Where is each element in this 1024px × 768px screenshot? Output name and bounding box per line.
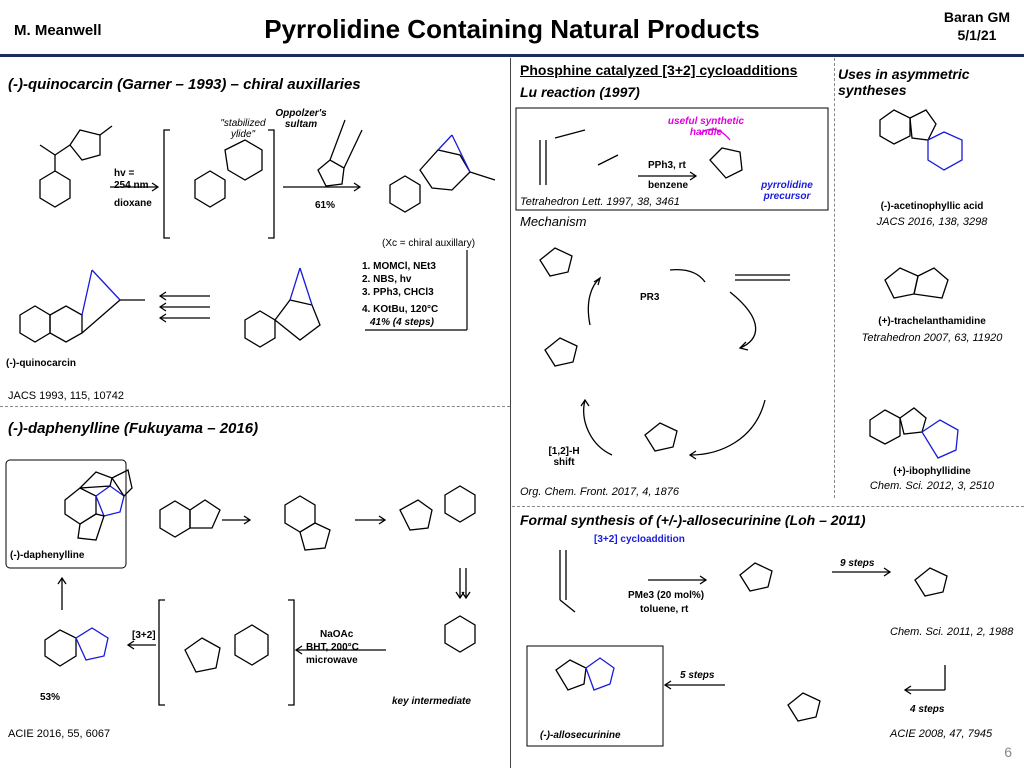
hv-label: hv = <box>114 168 135 179</box>
header-rule <box>0 54 1024 57</box>
step-4: 4. KOtBu, 120°C <box>362 304 439 315</box>
xc-note: (Xc = chiral auxillary) <box>382 238 476 249</box>
daphenylline-structure <box>64 469 133 541</box>
pr3-label: PR3 <box>640 292 660 303</box>
stabilized-ylide-label: "stabilized ylide" <box>220 118 266 140</box>
uses-divider <box>834 58 835 498</box>
use-ref-3: Chem. Sci. 2012, 3, 2510 <box>869 480 995 492</box>
reaction-arrows <box>110 182 468 331</box>
use-name-1: (-)-acetinophyllic acid <box>880 201 984 212</box>
group-name: Baran GM <box>943 9 1010 25</box>
condition-1: NaOAc <box>320 629 354 640</box>
left-section-divider <box>0 406 510 407</box>
column-divider <box>510 58 511 768</box>
cycloaddition-label: [3+2] <box>132 630 156 641</box>
solvent-label: dioxane <box>114 198 152 209</box>
use-name-2: (+)-trachelanthamidine <box>878 316 986 327</box>
right-section-divider <box>512 506 1024 507</box>
quinocarcin-structure <box>19 267 321 348</box>
step-1: 1. MOMCl, NEt3 <box>362 261 436 272</box>
lu-mechanism-ref: Org. Chem. Front. 2017, 4, 1876 <box>520 486 679 498</box>
hydride-shift-label: [1,2]-H shift <box>548 446 580 468</box>
page-title: Pyrrolidine Containing Natural Products <box>264 14 760 44</box>
allo-conditions: toluene, rt <box>640 604 689 615</box>
substrate-structure <box>39 125 113 208</box>
yield-label: 61% <box>315 200 336 211</box>
lu-reagent: PPh3, rt <box>648 160 686 171</box>
lu-reaction-box <box>515 107 829 211</box>
allosecurinine-heading: Formal synthesis of (+/-)-allosecurinine… <box>520 512 866 528</box>
mechanism-cycle <box>539 247 790 460</box>
allo-catalyst: PMe3 (20 mol%) <box>628 590 705 601</box>
quinocarcin-heading: (-)-quinocarcin (Garner – 1993) – chiral… <box>8 76 361 93</box>
use-name-3: (+)-ibophyllidine <box>893 466 971 477</box>
key-intermediate-label: key intermediate <box>392 696 471 707</box>
steps-yield: 41% (4 steps) <box>370 317 434 328</box>
uses-structures <box>869 109 963 459</box>
nine-steps-label: 9 steps <box>840 558 875 569</box>
allosecurinine-label: (-)-allosecurinine <box>540 730 621 741</box>
daphenylline-ref: ACIE 2016, 55, 6067 <box>8 728 111 740</box>
step-2: 2. NBS, hv <box>362 274 412 285</box>
daphenylline-heading: (-)-daphenylline (Fukuyama – 2016) <box>8 420 259 437</box>
precursor-label: pyrrolidine precursor <box>761 180 813 202</box>
uses-heading: Uses in asymmetric syntheses <box>838 66 970 98</box>
lu-subheading: Lu reaction (1997) <box>520 84 640 100</box>
quinocarcin-label: (-)-quinocarcin <box>6 358 76 369</box>
oppolzer-label: Oppolzer's sultam <box>275 108 327 130</box>
handle-label: useful synthetic handle <box>667 116 745 138</box>
ylide-brackets <box>163 129 275 239</box>
daphenylline-conditions: NaOAc BHT, 200°C microwave <box>306 628 359 667</box>
daphenylline-box <box>5 459 127 569</box>
daphenylline-yield: 53% <box>40 692 61 703</box>
mechanism-heading: Mechanism <box>520 214 587 229</box>
auxiliary-structures <box>317 119 496 213</box>
lu-solvent: benzene <box>648 180 689 191</box>
date: 5/1/21 <box>957 27 997 43</box>
step-3: 3. PPh3, CHCl3 <box>362 287 434 298</box>
group-date: Baran GM 5/1/21 <box>944 8 1010 44</box>
condition-2: BHT, 200°C <box>306 642 359 653</box>
four-steps-label: 4 steps <box>910 704 945 715</box>
daphenylline-label: (-)-daphenylline <box>10 550 85 561</box>
lu-reaction <box>539 128 743 185</box>
cycloaddition-blue-label: [3+2] cycloaddition <box>594 534 685 545</box>
conditions-list: 1. MOMCl, NEt3 2. NBS, hv 3. PPh3, CHCl3… <box>362 260 438 329</box>
allosecurinine-box <box>526 645 664 747</box>
page-number: 6 <box>1004 744 1012 760</box>
use-ref-2: Tetrahedron 2007, 63, 11920 <box>861 332 1003 344</box>
use-ref-1: JACS 2016, 138, 3298 <box>876 216 988 228</box>
quinocarcin-ref: JACS 1993, 115, 10742 <box>8 390 124 402</box>
daphenylline-sequence <box>44 485 476 706</box>
allo-ref-1: Chem. Sci. 2011, 2, 1988 <box>890 626 1014 638</box>
allo-ref-2: ACIE 2008, 47, 7945 <box>890 728 993 740</box>
condition-3: microwave <box>306 655 358 666</box>
wavelength-label: 254 nm <box>114 180 149 191</box>
allosecurinine-structures <box>555 550 948 722</box>
lu-ref: Tetrahedron Lett. 1997, 38, 3461 <box>520 196 680 208</box>
five-steps-label: 5 steps <box>680 670 715 681</box>
author-name: M. Meanwell <box>14 22 102 39</box>
lu-heading: Phosphine catalyzed [3+2] cycloadditions <box>520 62 798 78</box>
